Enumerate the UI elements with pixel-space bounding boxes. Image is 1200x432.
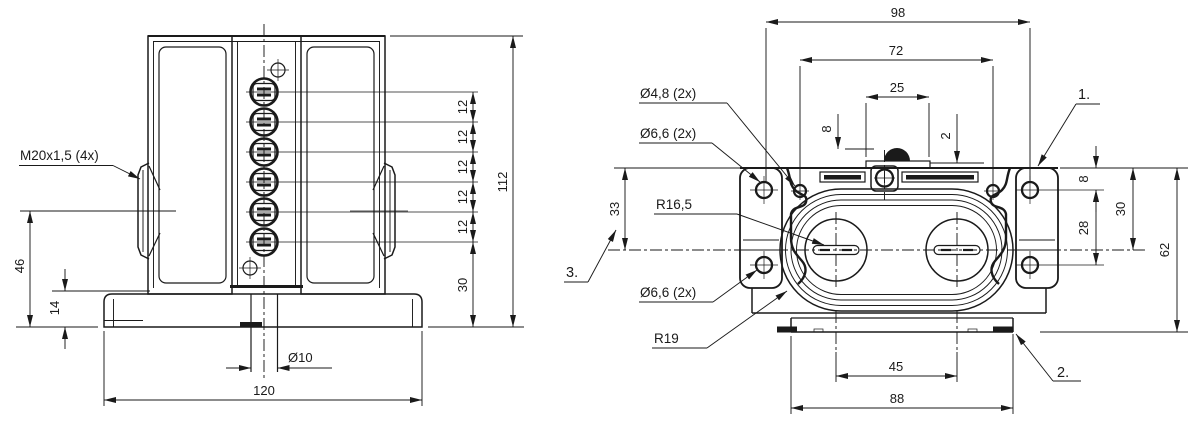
dim-30-label: 30 [455, 278, 470, 292]
dim-14-label: 14 [47, 301, 62, 315]
dim-dia10-label: Ø10 [288, 350, 313, 365]
dim-98: 98 [765, 5, 1031, 182]
callout-dia48: Ø4,8 (2x) [639, 86, 796, 187]
dim-33-label: 33 [607, 202, 622, 216]
thread-callout-label: M20x1,5 (4x) [20, 148, 99, 163]
dim-12-label-2: 12 [455, 130, 470, 144]
note-3-label: 3. [566, 265, 578, 281]
dim-2: 2 [930, 114, 984, 164]
dim-25-label: 25 [890, 80, 904, 95]
dim-62-label: 62 [1157, 243, 1172, 257]
cable-dome [884, 148, 910, 161]
note-1-label: 1. [1078, 87, 1090, 103]
front-view-part-outline [103, 34, 423, 372]
callout-dia66-bottom-label: Ø6,6 (2x) [640, 285, 696, 300]
pilot-hole-bottom [239, 257, 261, 279]
thread-callout: M20x1,5 (4x) [19, 148, 141, 180]
dim-12-stack: 12 12 12 12 12 30 [455, 92, 476, 327]
dim-62: 62 [1040, 168, 1188, 333]
dim-12-label-3: 12 [455, 160, 470, 174]
callout-dia66-bottom: Ø6,6 (2x) [639, 269, 758, 303]
note-3: 3. [564, 229, 617, 283]
dim-8-top-label: 8 [819, 125, 834, 132]
skirt-tab-right [993, 326, 1013, 333]
dim-98-label: 98 [891, 5, 905, 20]
dim-88-label: 88 [890, 391, 904, 406]
dim-12-label-5: 12 [455, 220, 470, 234]
dim-2-label: 2 [938, 132, 953, 139]
top-view: 98 72 25 8 [564, 5, 1188, 414]
callout-dia66-top-label: Ø6,6 (2x) [640, 126, 696, 141]
dim-120-label: 120 [253, 383, 275, 398]
dim-30-right-label: 30 [1113, 202, 1128, 216]
dim-72-label: 72 [889, 43, 903, 58]
vent-slot-left [819, 171, 866, 183]
gland-circles [249, 77, 279, 257]
dim-112: 112 [390, 35, 524, 328]
dim-12-label-1: 12 [455, 100, 470, 114]
dim-112-label: 112 [495, 172, 510, 193]
dim-12-label-4: 12 [455, 190, 470, 204]
dim-33: 33 [607, 167, 742, 250]
callout-r165: R16,5 [654, 197, 825, 246]
dim-8-right-label: 8 [1076, 175, 1091, 182]
note-2: 2. [1015, 333, 1081, 382]
front-view-dimensions: M20x1,5 (4x) 46 14 [12, 35, 524, 406]
top-view-centerlines [608, 150, 1148, 350]
dim-46: 46 [12, 210, 176, 328]
pilot-hole-top [267, 59, 289, 81]
top-view-dimensions: 98 72 25 8 [564, 5, 1188, 414]
front-view: M20x1,5 (4x) 46 14 [12, 24, 524, 406]
callout-dia48-label: Ø4,8 (2x) [640, 86, 696, 101]
note-2-label: 2. [1057, 365, 1069, 381]
front-view-gland-stack [239, 24, 478, 378]
dim-120: 120 [103, 331, 423, 406]
callout-r165-label: R16,5 [656, 197, 692, 212]
dim-14: 14 [47, 269, 150, 349]
dim-25: 25 [865, 80, 930, 157]
vent-slot-right [901, 171, 979, 183]
dim-28: 28 [1076, 190, 1099, 265]
dim-45-label: 45 [889, 359, 903, 374]
dim-dia10: Ø10 [226, 350, 332, 371]
callout-dia66-top: Ø6,6 (2x) [639, 126, 761, 183]
dim-28-label: 28 [1076, 221, 1091, 235]
dim-45: 45 [835, 352, 958, 382]
dim-8-top: 8 [819, 114, 874, 150]
dim-72: 72 [799, 43, 994, 184]
dim-88: 88 [790, 334, 1014, 414]
dim-46-label: 46 [12, 259, 27, 273]
callout-r19-label: R19 [654, 331, 679, 346]
callout-r19: R19 [652, 290, 788, 349]
note-1: 1. [1037, 87, 1100, 167]
skirt-tab-left [777, 326, 797, 333]
dim-30-right: 30 [1060, 167, 1188, 250]
